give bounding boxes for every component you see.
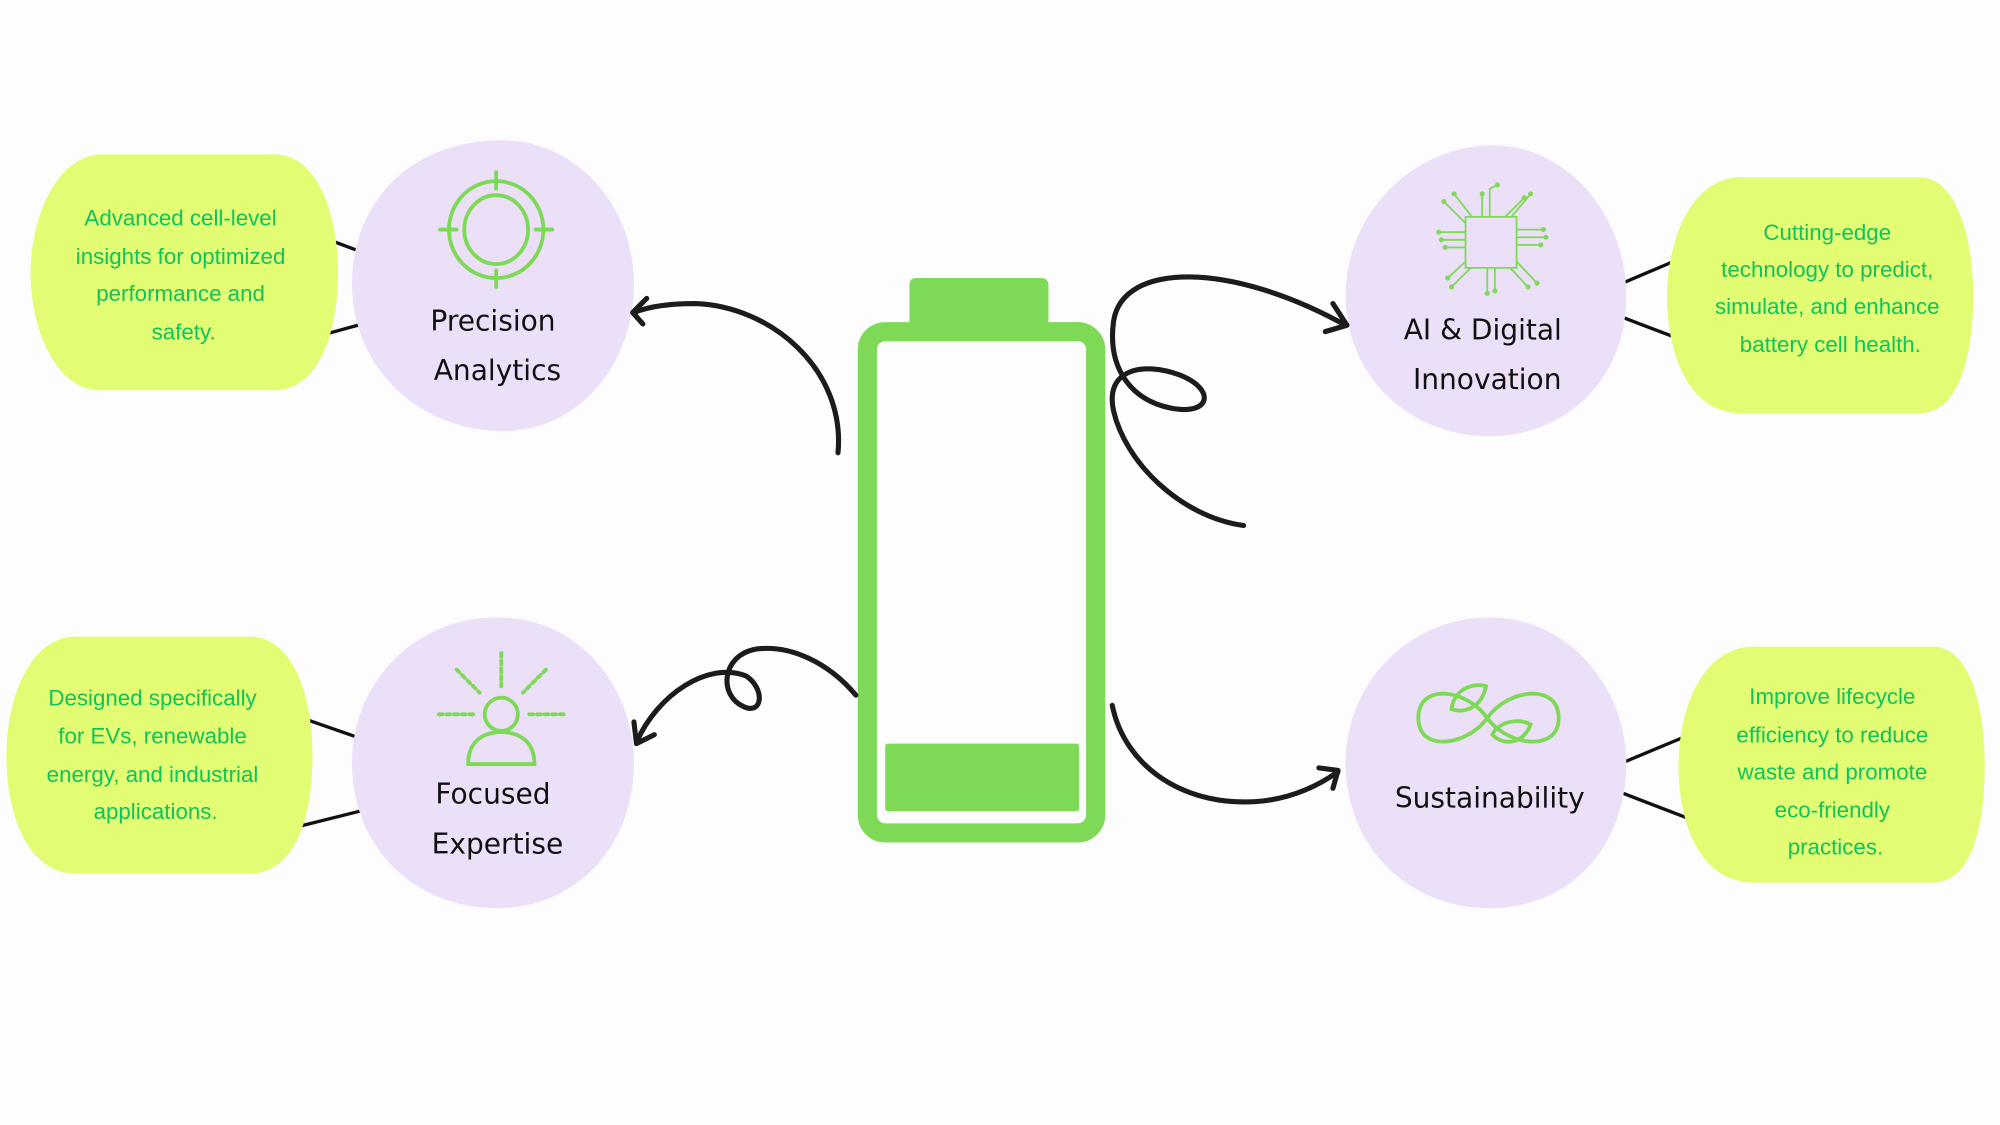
node-sustainability: Sustainability Improve lifecycle efficie… xyxy=(1345,617,1985,909)
description-box xyxy=(6,636,313,874)
node-focused-expertise: Designed specifically for EVs, renewable… xyxy=(6,617,634,909)
node-precision-analytics: Advanced cell-level insights for optimiz… xyxy=(30,140,634,432)
battery-cap xyxy=(909,278,1049,327)
battery-charge-level xyxy=(885,743,1080,812)
target-icon xyxy=(438,170,555,289)
connector-lines xyxy=(298,238,1687,829)
description-box xyxy=(1678,646,1985,883)
title: Sustainability xyxy=(1395,781,1585,814)
description: Improve lifecycle efficiency to reduce w… xyxy=(1736,684,1934,860)
arrow-to-focused-expertise xyxy=(631,645,859,747)
node-ai-digital-innovation: AI & Digital Innovation Cutting-edge tec… xyxy=(1345,145,1974,437)
description: Advanced cell-level insights for optimiz… xyxy=(76,206,292,345)
title: Focused Expertise xyxy=(432,778,564,861)
description: Cutting-edge technology to predict, simu… xyxy=(1715,220,1946,357)
focus-person-icon xyxy=(436,651,566,766)
infinity-leaf-icon xyxy=(1416,683,1561,744)
title: Precision Analytics xyxy=(430,304,564,387)
arrow-to-precision-analytics xyxy=(630,295,842,456)
description-box xyxy=(30,154,339,391)
title-circle xyxy=(1345,145,1627,437)
arrow-to-ai-digital-innovation xyxy=(1109,274,1350,529)
description: Designed specifically for EVs, renewable… xyxy=(47,685,265,824)
battery-body xyxy=(857,322,1106,843)
arrows xyxy=(630,274,1350,805)
title-circle xyxy=(1345,617,1627,909)
title-circle xyxy=(352,140,634,432)
arrow-to-sustainability xyxy=(1109,702,1341,805)
battery-icon xyxy=(857,278,1106,843)
chip-icon xyxy=(1436,182,1549,296)
description-box xyxy=(1667,177,1974,414)
title: AI & Digital Innovation xyxy=(1404,313,1571,396)
